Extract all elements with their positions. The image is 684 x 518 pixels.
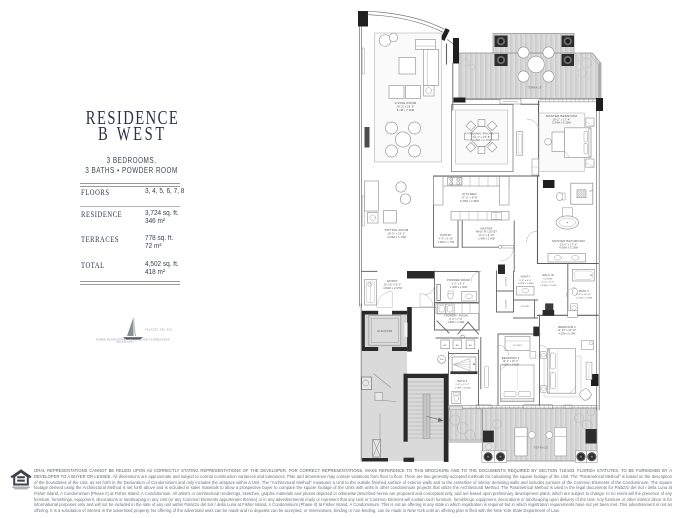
svg-text:POWDER ROOM: POWDER ROOM (447, 278, 470, 282)
svg-text:CLOSET: CLOSET (505, 299, 507, 309)
svg-text:4.06M x 4.77M: 4.06M x 4.77M (472, 138, 491, 142)
svg-text:4.06M x 4.65M: 4.06M x 4.65M (502, 364, 519, 366)
svg-text:ELEVATOR: ELEVATOR (378, 330, 393, 333)
svg-text:CLOSET: CLOSET (543, 278, 553, 280)
svg-text:4.63M x 4.73M: 4.63M x 4.73M (387, 235, 406, 239)
svg-text:6.1M x 7.16M: 6.1M x 7.16M (397, 108, 414, 112)
svg-text:CLOSET: CLOSET (513, 345, 523, 347)
svg-text:9′-4″ x 7′-9″: 9′-4″ x 7′-9″ (449, 319, 462, 321)
svg-text:3.40M x 2.69M: 3.40M x 2.69M (478, 238, 495, 240)
svg-text:CLOSET: CLOSET (520, 306, 530, 308)
svg-text:18′-2″ x 17′-4″: 18′-2″ x 17′-4″ (553, 117, 571, 121)
svg-text:13′-4″ x 15′-3″: 13′-4″ x 15′-3″ (502, 361, 518, 363)
svg-text:A/C: A/C (456, 344, 460, 347)
svg-text:13′-4″ x 15′-8″: 13′-4″ x 15′-8″ (473, 135, 491, 139)
svg-text:1.73M x 3.33M: 1.73M x 3.33M (576, 297, 592, 299)
svg-text:5.54M x 5.28M: 5.54M x 5.28M (552, 121, 571, 125)
svg-text:BEDROOM 2: BEDROOM 2 (558, 325, 576, 329)
svg-text:14′-10″ x 16′-10″: 14′-10″ x 16′-10″ (558, 330, 577, 332)
svg-text:SITTING ROOM: SITTING ROOM (385, 228, 409, 232)
svg-text:LAUNDRY ROOM: LAUNDRY ROOM (444, 314, 468, 318)
svg-text:PANTRY: PANTRY (440, 233, 452, 237)
svg-text:5.25M x 2.95M: 5.25M x 2.95M (460, 199, 479, 203)
svg-text:5′-8″ x 10′-11″: 5′-8″ x 10′-11″ (576, 294, 591, 296)
svg-text:6′-3″ x 6′-3″: 6′-3″ x 6′-3″ (452, 284, 465, 286)
svg-text:1.30M x 1.77M: 1.30M x 1.77M (438, 242, 455, 244)
svg-text:VANITY: VANITY (520, 275, 530, 279)
svg-text:5′-5″ x 6′-0″: 5′-5″ x 6′-0″ (519, 280, 532, 282)
svg-text:WH: WH (440, 359, 444, 361)
svg-text:KITCHEN: KITCHEN (462, 192, 476, 196)
svg-text:20′-2″ x 23′-6″: 20′-2″ x 23′-6″ (397, 105, 415, 109)
svg-text:4.52M x 5.13M: 4.52M x 5.13M (559, 333, 576, 335)
svg-text:MASTER BATHROOM: MASTER BATHROOM (552, 239, 585, 243)
svg-text:TERRACE: TERRACE (527, 85, 542, 89)
svg-text:WALK-IN CLOSET: WALK-IN CLOSET (476, 231, 497, 234)
svg-text:1.93M x 2.51M: 1.93M x 2.51M (540, 285, 556, 287)
svg-text:BATH 3: BATH 3 (579, 289, 589, 293)
svg-text:11′-2″ x 8′-10″: 11′-2″ x 8′-10″ (479, 235, 495, 237)
svg-text:A/C: A/C (444, 344, 448, 347)
svg-text:15′-5″ x 15′-1″: 15′-5″ x 15′-1″ (388, 232, 406, 236)
svg-text:TERRACE: TERRACE (534, 446, 549, 450)
svg-text:17′-3″ x 9′-8″: 17′-3″ x 9′-8″ (461, 196, 477, 200)
svg-text:MASTER: MASTER (480, 226, 492, 230)
svg-text:305 535 6071: 305 535 6071 (116, 341, 134, 344)
svg-text:1.65M x 1.83M: 1.65M x 1.83M (517, 283, 533, 285)
svg-text:4.82M x 2.07M: 4.82M x 2.07M (383, 286, 402, 290)
svg-text:15′-10″ x 8′-1″: 15′-10″ x 8′-1″ (384, 283, 402, 287)
svg-text:4.06M x 5.26M: 4.06M x 5.26M (559, 246, 578, 250)
svg-text:A/C: A/C (469, 344, 473, 347)
svg-text:WALK-IN: WALK-IN (542, 273, 554, 277)
svg-text:1.90M x 1.90M: 1.90M x 1.90M (450, 287, 467, 289)
svg-text:MASTER BEDROOM: MASTER BEDROOM (546, 114, 577, 118)
svg-text:6′-4″ x 8′-3″: 6′-4″ x 8′-3″ (542, 282, 555, 284)
svg-text:2.84M x 2.36M: 2.84M x 2.36M (448, 322, 465, 324)
svg-text:1.73M x 3.40M: 1.73M x 3.40M (454, 387, 470, 389)
svg-text:CLOSET: CLOSET (505, 276, 507, 286)
svg-text:ENTRY: ENTRY (387, 279, 398, 283)
svg-text:DINING ROOM: DINING ROOM (470, 132, 493, 136)
svg-text:FISHER ISLAND DRIVE, FISHER IS: FISHER ISLAND DRIVE, FISHER ISLAND, FLOR… (96, 337, 170, 341)
svg-text:BEDROOM 3: BEDROOM 3 (502, 356, 520, 360)
svg-text:BATH 2: BATH 2 (458, 379, 468, 383)
svg-text:13′-4″ x 17′-3″: 13′-4″ x 17′-3″ (560, 242, 578, 246)
svg-text:PALAZZO DEL SOL: PALAZZO DEL SOL (145, 328, 173, 331)
svg-text:LIVING ROOM: LIVING ROOM (395, 101, 417, 105)
svg-text:5′-8″ x 11′-2″: 5′-8″ x 11′-2″ (456, 384, 470, 386)
svg-text:4′-3″ x 5′-10″: 4′-3″ x 5′-10″ (439, 239, 454, 241)
